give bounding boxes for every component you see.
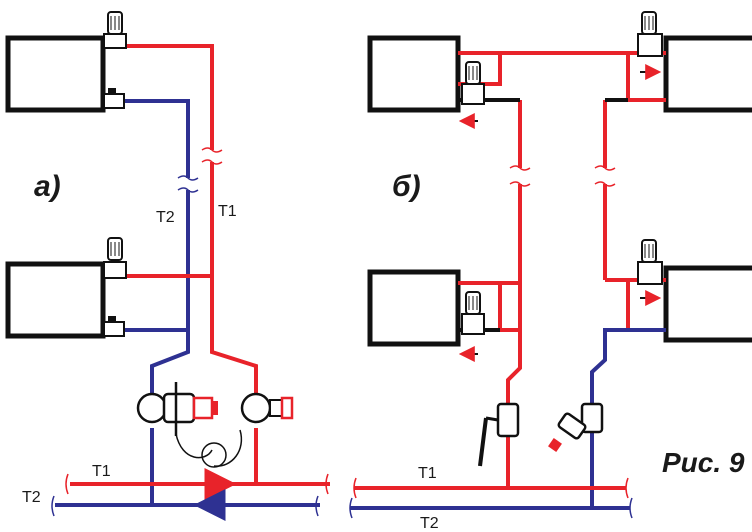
thermostatic-valve-icon xyxy=(461,61,485,105)
return-valve-icon xyxy=(103,316,125,337)
supply-pipe-a xyxy=(125,44,258,484)
radiator-b-left-top xyxy=(367,35,461,113)
strainer-icon xyxy=(548,402,604,452)
pipe-break-marks-b xyxy=(509,165,616,187)
supply-pipe-b-bottom xyxy=(458,278,666,488)
radiator-b-left-bottom xyxy=(367,269,461,347)
return-pipe-b xyxy=(590,328,666,508)
ball-valve-icon xyxy=(478,402,520,467)
impulse-tube xyxy=(175,429,243,467)
supply-pipe-b-top xyxy=(458,51,666,404)
thermostatic-valve-icon xyxy=(637,11,663,57)
return-pipe-a xyxy=(125,99,190,505)
diagram-a: а) T2 T1 T1 T2 xyxy=(5,11,330,521)
label-t1-riser: T1 xyxy=(218,203,237,220)
impulse-tube-coil xyxy=(201,442,227,468)
thermostatic-valve-icon xyxy=(103,237,127,279)
thermostatic-valve-icon xyxy=(637,239,663,285)
radiator-a-top xyxy=(5,35,106,113)
label-t2-main-b: T2 xyxy=(420,515,439,532)
diagram-b: б) T1 T2 xyxy=(349,11,752,532)
main-break-marks-b xyxy=(349,477,633,519)
label-t1-main-b: T1 xyxy=(418,465,437,482)
panel-label-b: б) xyxy=(392,170,421,203)
radiator-b-right-top xyxy=(663,35,752,113)
radiator-a-bottom xyxy=(5,261,106,339)
panel-label-a: а) xyxy=(34,170,61,203)
thermostatic-valve-icon xyxy=(103,11,127,49)
main-break-marks-a xyxy=(51,473,329,517)
thermostatic-valve-icon xyxy=(461,291,485,335)
figure-caption: Рис. 9 xyxy=(662,447,745,478)
balancing-valve-icon xyxy=(136,382,218,436)
partner-valve-icon xyxy=(240,392,294,424)
radiator-b-right-bottom xyxy=(663,265,752,343)
label-t2-riser: T2 xyxy=(156,209,175,226)
return-valve-icon xyxy=(103,88,125,109)
label-t1-main-a: T1 xyxy=(92,463,111,480)
label-t2-main-a: T2 xyxy=(22,489,41,506)
pipe-break-marks-a xyxy=(177,147,223,193)
